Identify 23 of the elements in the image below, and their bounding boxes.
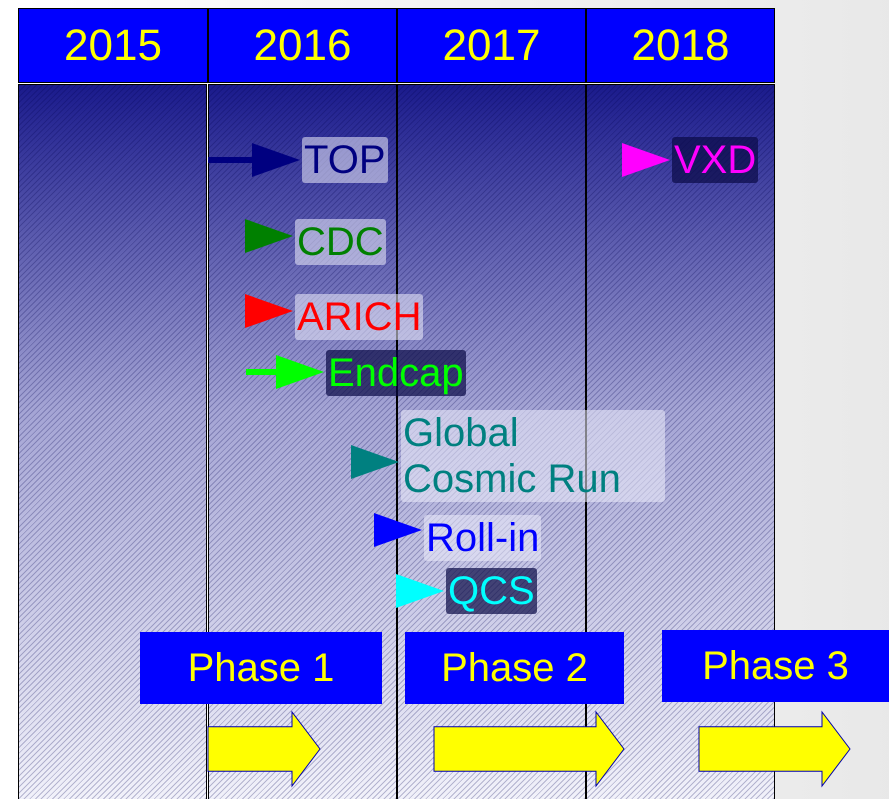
milestone-label: VXD — [672, 137, 758, 183]
phase-box: Phase 1 — [140, 632, 382, 704]
milestone-arrow — [245, 219, 293, 253]
year-header: 2016 — [208, 8, 397, 83]
milestone-arrow — [374, 513, 422, 547]
phase-box: Phase 2 — [405, 632, 624, 704]
milestone-arrow — [208, 143, 300, 177]
milestone-label: ARICH — [295, 294, 424, 340]
milestone-label: CDC — [295, 219, 386, 265]
milestone-label: Endcap — [326, 350, 466, 396]
milestone-arrow — [245, 294, 293, 328]
milestone-arrow — [351, 445, 399, 479]
milestone-label: Roll-in — [424, 515, 542, 561]
milestone-label: TOP — [302, 137, 388, 183]
milestone-arrow — [396, 574, 444, 608]
milestone-label: Global Cosmic Run — [401, 410, 665, 502]
milestone-arrow — [246, 355, 324, 389]
milestone-label: QCS — [446, 568, 537, 614]
year-header: 2018 — [586, 8, 775, 83]
year-header: 2017 — [397, 8, 586, 83]
milestone-arrow — [622, 143, 670, 177]
phase-box: Phase 3 — [662, 630, 889, 702]
year-header: 2015 — [18, 8, 208, 83]
